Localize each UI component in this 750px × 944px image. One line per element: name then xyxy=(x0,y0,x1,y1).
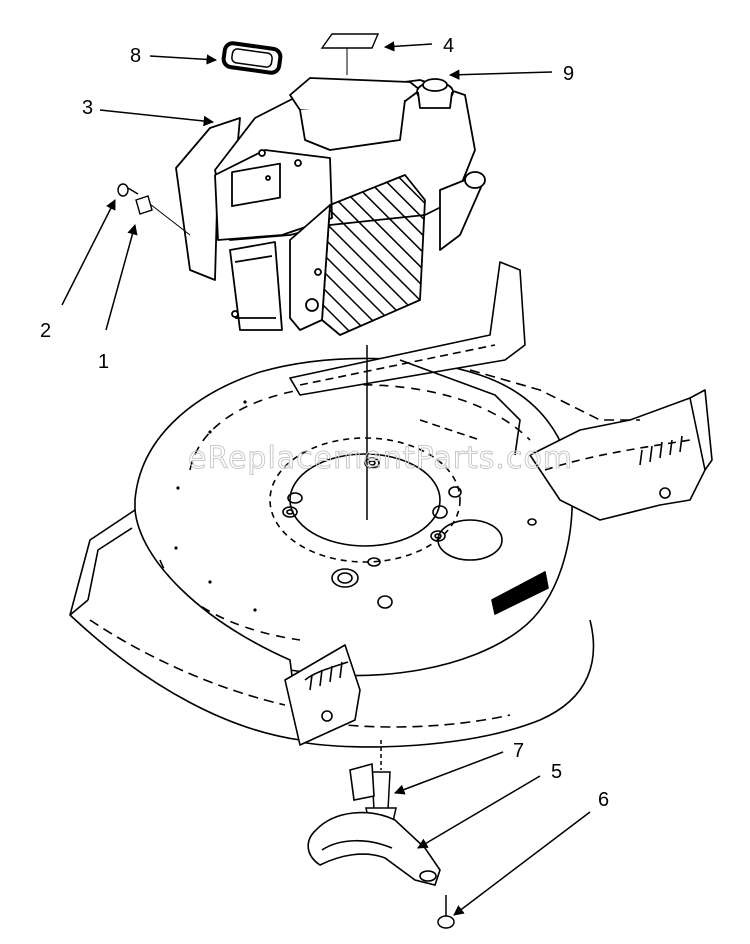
callout-6: 6 xyxy=(598,789,609,811)
mower-deck xyxy=(69,261,713,748)
leader-1 xyxy=(105,223,138,331)
leader-9 xyxy=(448,69,553,80)
deck-plug xyxy=(331,568,359,588)
engine-label-window xyxy=(231,162,281,208)
callout-1: 1 xyxy=(98,351,109,373)
callout-8: 8 xyxy=(130,45,141,67)
callout-2: 2 xyxy=(40,320,51,342)
leader-6 xyxy=(453,811,591,916)
callout-7: 7 xyxy=(513,740,524,762)
leader-4 xyxy=(383,41,433,52)
rear-baffle xyxy=(289,261,526,396)
deck-rivets xyxy=(174,400,257,612)
front-shroud xyxy=(69,509,301,741)
callout-9: 9 xyxy=(563,63,574,85)
rear-chute-guide xyxy=(469,369,640,421)
leader-lines xyxy=(61,41,591,916)
leader-7 xyxy=(394,751,504,795)
part-8-gasket xyxy=(221,41,283,75)
part-6-screw xyxy=(437,895,455,929)
engine xyxy=(175,77,486,336)
part-4-decal xyxy=(320,33,380,49)
part-1-clip xyxy=(135,195,153,215)
leader-2 xyxy=(61,199,116,306)
callout-4: 4 xyxy=(443,35,454,57)
mount-bolts xyxy=(282,457,537,609)
leader-5 xyxy=(417,775,541,849)
deck-slot xyxy=(491,571,549,615)
leader-8 xyxy=(149,54,218,65)
part-2-screw xyxy=(117,183,139,197)
deck-outer-ring-dashed xyxy=(159,559,301,641)
part-5-blade-adapter xyxy=(307,762,441,886)
engine-mount-plate xyxy=(269,437,461,563)
recoil-starter xyxy=(229,241,283,331)
callout-labels: 8 4 9 3 2 1 7 5 6 xyxy=(40,35,609,811)
deck-front-skirt xyxy=(299,619,595,748)
oil-cap xyxy=(416,78,454,109)
drive-cover xyxy=(437,519,503,561)
callout-5: 5 xyxy=(551,761,562,783)
watermark-text: eReplacementParts.com xyxy=(188,441,573,476)
callout-3: 3 xyxy=(82,97,93,119)
engine-mount-plate-inner xyxy=(289,453,441,547)
leader-3 xyxy=(99,109,215,127)
